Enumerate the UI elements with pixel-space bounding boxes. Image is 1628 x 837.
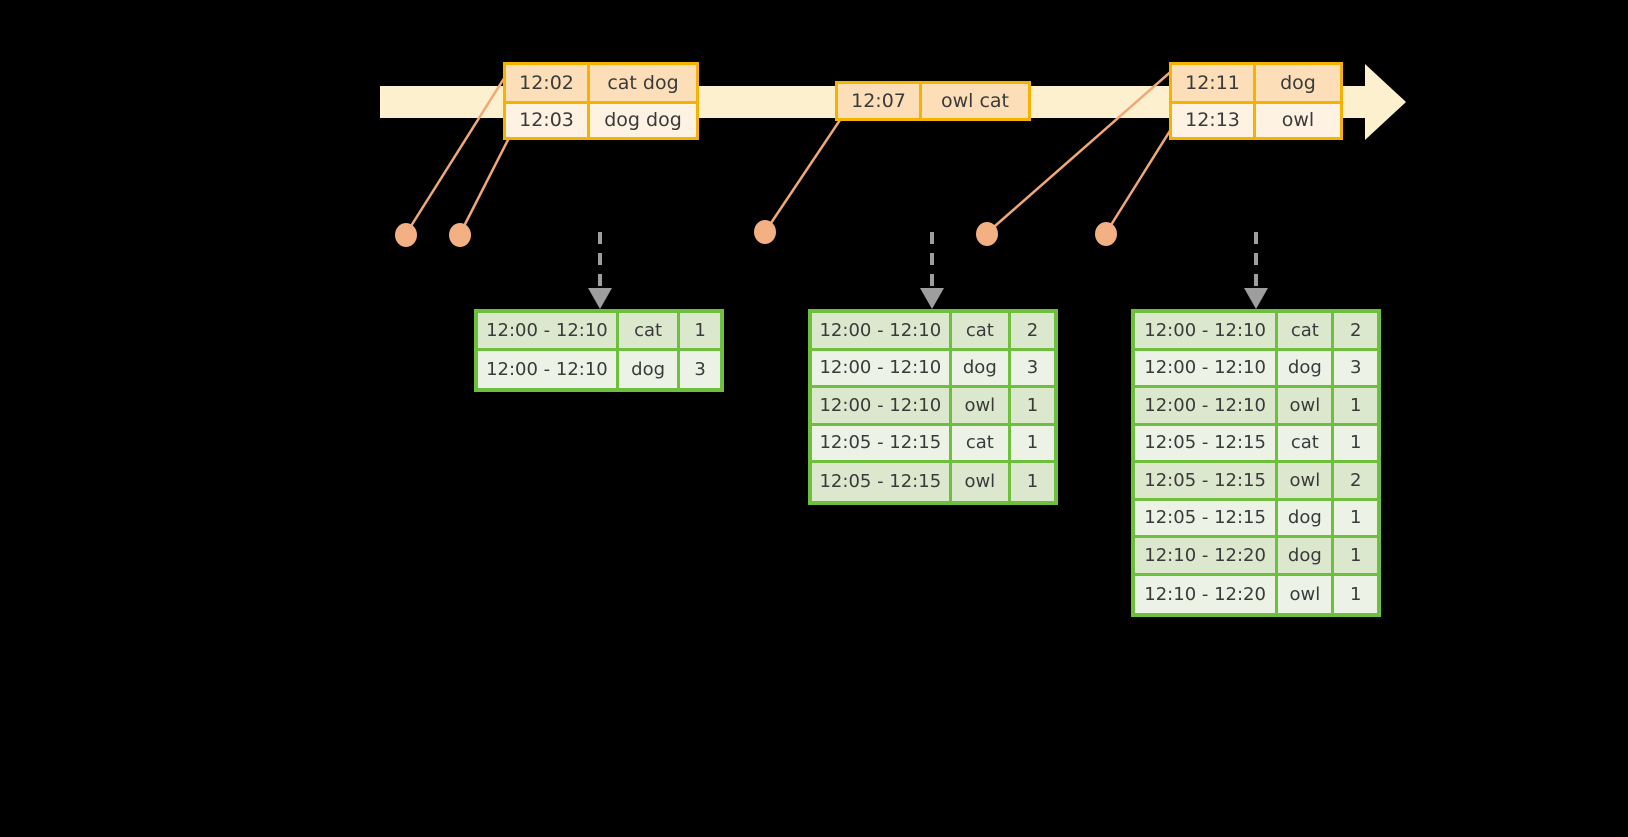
cell-count: 2 (1011, 313, 1054, 351)
event-text: dog (1280, 71, 1316, 94)
event-dot-5 (1095, 222, 1117, 246)
cell-key: owl (1278, 388, 1335, 426)
cell-window: 12:05 - 12:15 (1135, 425, 1279, 463)
cell-key: dog (1278, 350, 1335, 388)
event-time: 12:03 (506, 103, 590, 137)
cell-count: 2 (1334, 313, 1378, 351)
cell-key: dog (1278, 538, 1335, 576)
cell-window: 12:10 - 12:20 (1135, 538, 1279, 576)
cell-count: 1 (1334, 501, 1378, 538)
event-row: 12:02 cat dog (506, 65, 696, 101)
cell-count: 1 (1026, 471, 1039, 493)
cell-key: dog (1278, 500, 1335, 538)
event-dot-4 (976, 222, 998, 246)
cell-key: owl (1278, 463, 1335, 501)
cell-count: 1 (1011, 388, 1054, 426)
cell-key: owl (952, 463, 1011, 501)
cell-window: 12:00 - 12:10 (812, 388, 952, 426)
connector-lines (404, 67, 1180, 235)
event-time: 12:02 (506, 65, 590, 101)
cell-key: cat (951, 425, 1011, 463)
cell-window: 12:05 - 12:15 (812, 425, 952, 463)
event-text: owl cat (940, 90, 1010, 112)
event-row: 12:03 dog dog (506, 100, 696, 137)
cell-window: 12:05 - 12:15 (812, 463, 952, 501)
event-dot-1 (395, 223, 417, 247)
event-box-3[interactable]: 12:11 dog 12:13 owl (1169, 62, 1343, 140)
cell-count: 1 (680, 313, 720, 351)
event-dots (395, 220, 1117, 247)
cell-count: 3 (1334, 351, 1378, 388)
cell-window: 12:00 - 12:10 (1135, 350, 1279, 388)
event-row: 12:11 dog (1172, 65, 1340, 101)
cell-window: 12:00 - 12:10 (478, 350, 619, 388)
event-row: 12:13 owl (1172, 100, 1340, 137)
cell-window: 12:10 - 12:20 (1135, 575, 1279, 613)
event-dot-2 (449, 223, 471, 247)
cell-count: 1 (1334, 538, 1378, 576)
cell-key: cat (618, 313, 681, 351)
cell-key: owl (1278, 575, 1335, 613)
timeline-graphics (380, 64, 1406, 309)
event-text: dog dog (604, 109, 682, 132)
cell-key: cat (951, 313, 1011, 351)
event-dot-3 (754, 220, 776, 244)
cell-count: 1 (1011, 426, 1054, 463)
cell-count: 2 (1334, 463, 1378, 501)
cell-key: owl (951, 388, 1011, 426)
event-time: 12:13 (1172, 103, 1256, 137)
cell-window: 12:00 - 12:10 (812, 313, 952, 351)
event-time: 12:11 (1172, 65, 1256, 101)
cell-window: 12:00 - 12:10 (1135, 388, 1279, 426)
cell-count: 1 (1350, 583, 1362, 605)
cell-window: 12:05 - 12:15 (1135, 463, 1279, 501)
cell-count: 3 (694, 358, 706, 380)
event-time: 12:07 (838, 84, 922, 118)
cell-count: 3 (1011, 351, 1054, 388)
cell-key: dog (619, 350, 681, 388)
event-box-1[interactable]: 12:02 cat dog 12:03 dog dog (503, 62, 699, 140)
cell-key: cat (1278, 425, 1335, 463)
cell-window: 12:00 - 12:10 (812, 350, 952, 388)
event-box-2[interactable]: 12:07 owl cat (835, 81, 1031, 121)
cell-key: dog (951, 350, 1011, 388)
cell-key: cat (1278, 313, 1335, 351)
flow-arrows (588, 232, 1268, 309)
cell-count: 1 (1334, 426, 1378, 463)
event-text: cat dog (607, 71, 679, 94)
cell-window: 12:00 - 12:10 (478, 313, 619, 351)
event-text: owl (1281, 109, 1315, 132)
cell-count: 1 (1334, 388, 1378, 426)
cell-window: 12:05 - 12:15 (1135, 500, 1279, 538)
event-row: 12:07 owl cat (838, 84, 1028, 118)
cell-window: 12:00 - 12:10 (1135, 313, 1279, 351)
